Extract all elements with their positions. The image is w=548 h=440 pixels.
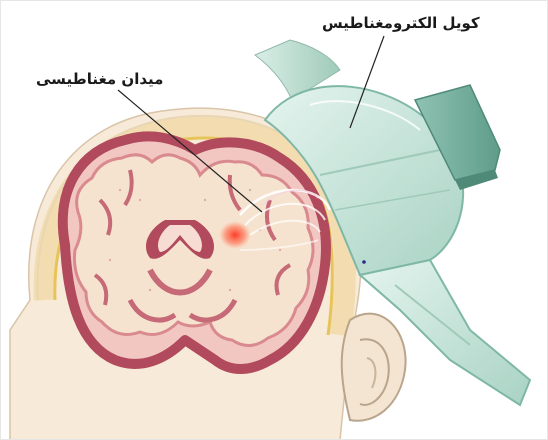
- coil-label: کویل الکترومغناطیس: [322, 14, 480, 32]
- brain-section: [63, 136, 326, 369]
- ear: [342, 314, 406, 421]
- magnetic-field-label: میدان مغناطیسی: [36, 70, 163, 88]
